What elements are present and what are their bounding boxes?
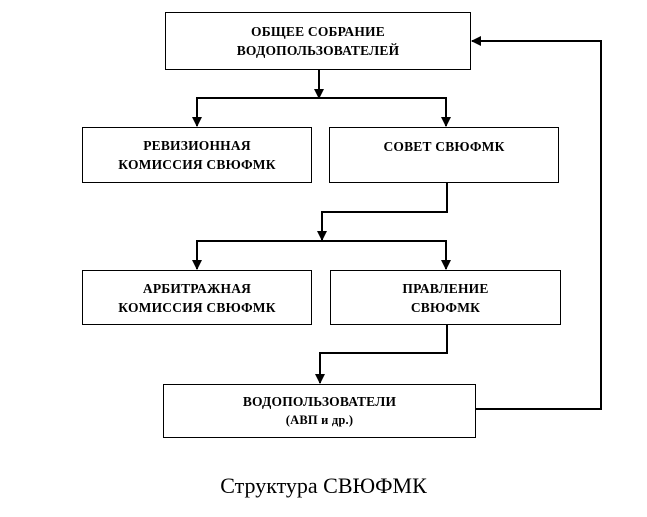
node-label: СОВЕТ СВЮФМК xyxy=(383,139,505,154)
node-label: СВЮФМК xyxy=(410,299,481,315)
node-label: ОБЩЕЕ СОБРАНИЕ xyxy=(251,24,385,39)
node-general-assembly: ОБЩЕЕ СОБРАНИЕ ВОДОПОЛЬЗОВАТЕЛЕЙ xyxy=(165,12,471,70)
node-label: (АВП и др.) xyxy=(285,413,354,427)
node-board: ПРАВЛЕНИЕ СВЮФМК xyxy=(330,270,561,325)
node-label: КОМИССИЯ СВЮФМК xyxy=(118,157,276,172)
connector-line xyxy=(317,182,448,241)
node-label: КОМИССИЯ СВЮФМК xyxy=(118,299,276,315)
node-label: ВОДОПОЛЬЗОВАТЕЛЕЙ xyxy=(236,43,400,58)
node-label: РЕВИЗИОННАЯ xyxy=(143,138,251,153)
edge-assembly-to-row2 xyxy=(192,69,451,127)
node-council: СОВЕТ СВЮФМК xyxy=(329,127,559,183)
connector-line xyxy=(471,36,602,410)
connector-line xyxy=(315,324,448,384)
diagram-caption: Структура СВЮФМК xyxy=(220,473,427,498)
edge-water-users-feedback xyxy=(471,36,602,410)
node-label: ПРАВЛЕНИЕ xyxy=(402,280,489,296)
node-label: АРБИТРАЖНАЯ xyxy=(142,280,252,296)
node-water-users: ВОДОПОЛЬЗОВАТЕЛИ (АВП и др.) xyxy=(163,384,476,438)
node-label: ВОДОПОЛЬЗОВАТЕЛИ xyxy=(242,394,397,409)
edge-board-to-water-users xyxy=(315,324,448,384)
edge-council-to-row3 xyxy=(192,182,451,270)
node-audit-commission: РЕВИЗИОННАЯ КОМИССИЯ СВЮФМК xyxy=(82,127,312,183)
node-arbitration-commission: АРБИТРАЖНАЯ КОМИССИЯ СВЮФМК xyxy=(82,270,312,325)
